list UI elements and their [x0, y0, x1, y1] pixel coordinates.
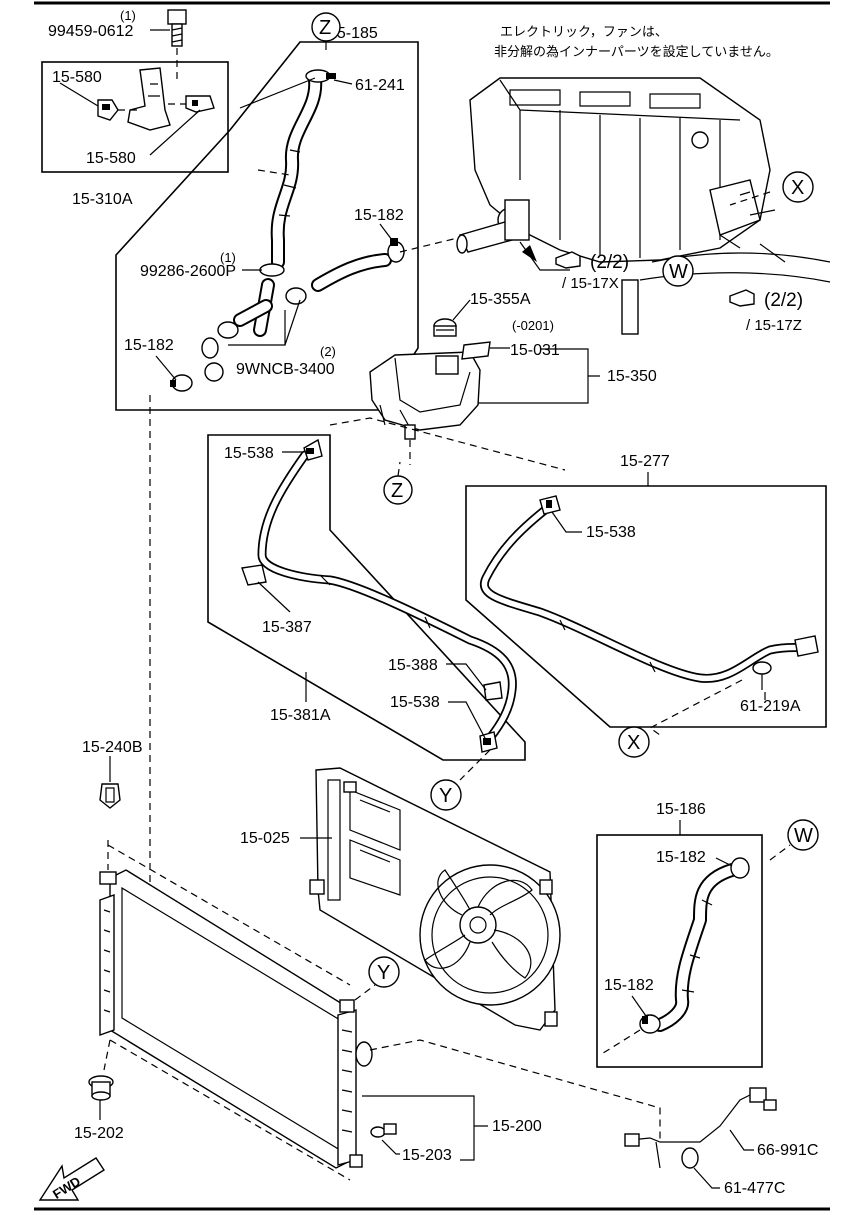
hand-pointer-icon — [555, 251, 581, 269]
label-15-277: 15-277 — [620, 453, 670, 470]
dashed-link-y-mid — [459, 749, 491, 781]
ref-z-page: / 15-17Z — [746, 317, 802, 334]
label-15-182-lower: 15-182 — [124, 337, 174, 354]
label-15-186: 15-186 — [656, 801, 706, 818]
hose-assembly-15-186 — [596, 834, 791, 1068]
label-66-991C: 66-991C — [757, 1142, 818, 1159]
label-15-387: 15-387 — [262, 619, 312, 636]
leader-15-350 — [478, 348, 600, 404]
label-15-025: 15-025 — [240, 830, 290, 847]
qty-9wncb: (2) — [320, 344, 336, 359]
dashed-link-x-bottom — [648, 679, 743, 736]
radiator-15-200 — [99, 869, 397, 1169]
label-15-381A: 15-381A — [270, 707, 331, 724]
svg-text:Y: Y — [377, 962, 390, 984]
label-99459-0612: 99459-0612 — [48, 23, 134, 40]
label-15-538-b: 15-538 — [390, 694, 440, 711]
note-jp-line2: 非分解の為インナーパーツを設定していません。 — [494, 44, 779, 60]
dashed-radiator-bottom — [103, 1039, 351, 1181]
connector-w-engine[interactable]: W — [662, 255, 694, 287]
fwd-arrow — [38, 1157, 105, 1201]
label-61-241: 61-241 — [355, 77, 405, 94]
label-15-388: 15-388 — [388, 657, 438, 674]
label-0201: (-0201) — [512, 318, 554, 333]
ref-pointer-15-17X[interactable]: (2/2) / 15-17X — [555, 251, 629, 292]
sensor-66-991C — [624, 1087, 777, 1169]
label-15-580-top: 15-580 — [52, 69, 102, 86]
label-15-538-a: 15-538 — [224, 445, 274, 462]
connector-y-low[interactable]: Y — [368, 956, 400, 988]
bracket-assembly-15-310A — [41, 9, 229, 173]
label-15-240B: 15-240B — [82, 739, 143, 756]
label-15-355A: 15-355A — [470, 291, 531, 308]
connector-z-top[interactable]: Z — [311, 12, 341, 42]
svg-text:X: X — [627, 732, 640, 754]
dashed-radiator-sensor — [369, 1039, 661, 1140]
svg-text:Z: Z — [319, 17, 331, 39]
hose-assembly-15-381A — [207, 434, 526, 761]
hose-assembly-15-185 — [115, 41, 471, 411]
ref-x-page: / 15-17X — [562, 275, 619, 292]
svg-text:Z: Z — [391, 480, 403, 502]
qty-99286: (1) — [220, 250, 236, 265]
ref-pointer-15-17Z[interactable]: (2/2) / 15-17Z — [729, 289, 803, 334]
label-15-580-bottom: 15-580 — [86, 150, 136, 167]
label-15-031: 15-031 — [510, 342, 560, 359]
ref-z-num: (2/2) — [764, 290, 803, 311]
label-15-182-bottom: 15-182 — [604, 977, 654, 994]
note-jp-line1: エレクトリック，ファンは、 — [500, 25, 668, 40]
label-15-182-upper: 15-182 — [354, 207, 404, 224]
coolant-reservoir-15-350 — [369, 299, 510, 465]
part-15-240B — [99, 783, 121, 809]
label-15-350: 15-350 — [607, 368, 657, 385]
cooling-fan-shroud-15-025 — [309, 767, 561, 1031]
label-61-477C: 61-477C — [724, 1180, 785, 1197]
svg-text:Y: Y — [439, 785, 452, 807]
label-99286-2600P: 99286-2600P — [140, 263, 236, 280]
connector-y-mid[interactable]: Y — [430, 779, 462, 811]
label-15-538-c: 15-538 — [586, 524, 636, 541]
qty-99459: (1) — [120, 8, 136, 23]
hand-pointer-icon — [729, 289, 755, 307]
svg-text:W: W — [794, 825, 813, 847]
dashed-radiator-top — [107, 840, 351, 986]
label-15-310A: 15-310A — [72, 191, 133, 208]
dashed-y-low — [354, 984, 376, 1001]
label-15-200: 15-200 — [492, 1118, 542, 1135]
label-15-182-w: 15-182 — [656, 849, 706, 866]
connector-w-right[interactable]: W — [787, 819, 819, 851]
label-15-203: 15-203 — [402, 1147, 452, 1164]
ref-x-num: (2/2) — [590, 252, 629, 273]
label-15-202: 15-202 — [74, 1125, 124, 1142]
connector-x-right[interactable]: X — [782, 171, 814, 203]
dashed-link-z-reservoir — [329, 417, 566, 471]
svg-text:W: W — [669, 261, 688, 283]
svg-text:X: X — [791, 177, 804, 199]
label-61-219A: 61-219A — [740, 698, 801, 715]
connector-x-bottom[interactable]: X — [618, 726, 650, 758]
connector-z-mid[interactable]: Z — [383, 475, 413, 505]
engine-block-illustration — [456, 77, 831, 335]
part-15-202 — [88, 1075, 114, 1101]
label-9WNCB-3400: 9WNCB-3400 — [236, 361, 335, 378]
hose-assembly-15-277 — [465, 485, 827, 728]
